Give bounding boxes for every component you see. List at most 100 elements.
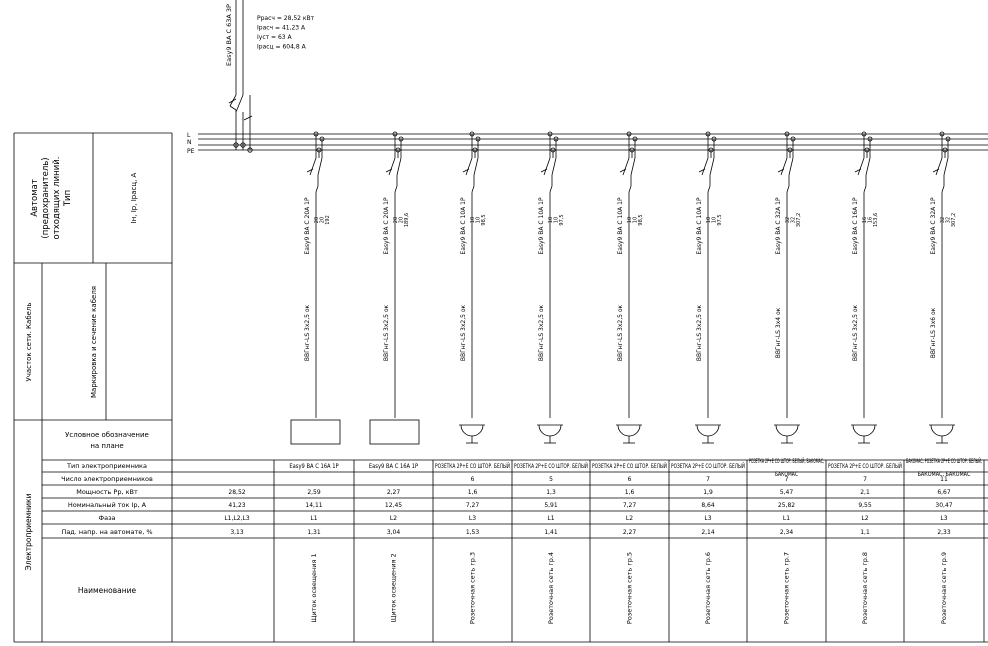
row-header: Номинальный ток Iр, А xyxy=(68,501,147,509)
main-breaker-param: Iуст = 63 А xyxy=(257,34,292,41)
line-breaker-label: Easy9 ВА С 32А 1Р xyxy=(775,197,782,255)
consumer-name: Розеточная сеть гр.4 xyxy=(547,552,555,624)
line-current-value: 10 xyxy=(633,217,639,223)
line-current-value: 32 xyxy=(785,217,791,223)
consumer-drop: 2,14 xyxy=(701,529,715,536)
breaker-symbol xyxy=(932,131,951,418)
line-current-value: 189,6 xyxy=(404,213,410,227)
consumer-name: Розеточная сеть гр.6 xyxy=(704,552,712,624)
line-breaker-label: Easy9 ВА С 20А 1Р xyxy=(304,197,311,255)
consumer-power: 5,47 xyxy=(780,489,794,496)
consumer-type: БАКОМАС xyxy=(775,472,798,478)
consumer-current: 7,27 xyxy=(466,502,480,509)
line-current-value: 32 xyxy=(946,217,952,223)
consumer-phase: L2 xyxy=(390,515,397,522)
consumer-type: РОЗЕТКА 2Р+Е СО ШТОР. БЕЛЫЙ, БАКОМАС, xyxy=(749,458,824,465)
consumer-type: Easy9 ВА С 16А 1Р xyxy=(289,463,339,470)
consumer-phase: L2 xyxy=(861,515,868,522)
consumer-name: Розеточная сеть гр.3 xyxy=(469,552,477,624)
consumer-current: 12,45 xyxy=(385,502,402,509)
line-cable-label: ВВГнг-LS 3х4 ок xyxy=(775,307,782,358)
line-current-value: 98,5 xyxy=(638,214,644,225)
consumer-drop: 2,34 xyxy=(780,529,794,536)
breaker-symbol xyxy=(462,131,481,418)
line-current-value: 10 xyxy=(470,217,476,223)
socket-symbol xyxy=(695,424,721,444)
consumer-type: РОЗЕТКА 2Р+Е СО ШТОР. БЕЛЫЙ xyxy=(671,463,745,470)
automat-header-line: Тип xyxy=(63,190,73,207)
consumer-count: 7 xyxy=(863,476,867,483)
socket-symbol xyxy=(774,424,800,444)
socket-symbol xyxy=(851,424,877,444)
consumer-type: РОЗЕТКА 2Р+Е СО ШТОР. БЕЛЫЙ xyxy=(592,463,667,470)
consumer-drop: 1,1 xyxy=(860,529,870,536)
consumer-drop: 1,41 xyxy=(544,529,558,536)
line-breaker-label: Easy9 ВА С 16А 1Р xyxy=(852,197,859,255)
consumer-drop: 2,27 xyxy=(623,529,637,536)
line-current-value: 10 xyxy=(554,217,560,223)
consumer-phase: L3 xyxy=(704,515,711,522)
consumer-count: 7 xyxy=(706,476,710,483)
row-header: Фаза xyxy=(98,514,115,522)
consumer-phase: L3 xyxy=(469,515,476,522)
line-cable-label: ВВГнг-LS 3х2,5 ок xyxy=(852,304,859,361)
line-current-value: 20 xyxy=(320,217,326,223)
breaker-symbol xyxy=(698,131,717,418)
consumer-power: 1,6 xyxy=(625,489,635,496)
line-current-value: 16 xyxy=(862,217,868,223)
consumer-name: Розеточная сеть гр.8 xyxy=(861,552,869,624)
consumer-count: 11 xyxy=(940,476,948,483)
consumer-count: 6 xyxy=(471,476,475,483)
consumer-name: Розеточная сеть гр.9 xyxy=(940,552,948,624)
line-current-value: 10 xyxy=(712,217,718,223)
line-cable-label: ВВГнг-LS 3х2,5 ок xyxy=(538,304,545,361)
breaker-symbol xyxy=(385,131,404,418)
consumer-current: 8,64 xyxy=(701,502,715,509)
current-header: Iн, Iр, Iрасц, А xyxy=(130,172,138,223)
consumer-current: 14,11 xyxy=(305,502,322,509)
total-drop: 3,13 xyxy=(230,529,244,536)
line-current-value: 20 xyxy=(393,217,399,223)
line-current-value: 98,5 xyxy=(481,214,487,225)
line-cable-label: ВВГнг-LS 3х2,5 ок xyxy=(460,304,467,361)
row-header: Мощность Рр, кВт xyxy=(76,488,138,496)
symbol-header: на плане xyxy=(90,442,123,450)
consumer-current: 25,82 xyxy=(778,502,795,509)
consumer-power: 6,67 xyxy=(937,489,951,496)
consumer-name: Розеточная сеть гр.5 xyxy=(626,552,634,624)
socket-symbol xyxy=(616,424,642,444)
line-current-value: 20 xyxy=(399,217,405,223)
consumer-name: Щиток освещения 2 xyxy=(390,553,398,622)
consumer-current: 30,47 xyxy=(935,502,952,509)
consumer-phase: L1 xyxy=(783,515,790,522)
consumer-phase: L2 xyxy=(626,515,633,522)
main-breaker-label: Easy9 ВА С 63А 3Р xyxy=(225,4,233,66)
line-current-value: 307,2 xyxy=(951,213,957,227)
line-current-value: 10 xyxy=(548,217,554,223)
panel-symbol xyxy=(290,419,341,445)
line-current-value: 16 xyxy=(868,217,874,223)
line-cable-label: ВВГнг-LS 3х2,5 ок xyxy=(696,304,703,361)
total-current: 41,23 xyxy=(228,502,245,509)
consumer-phase: L3 xyxy=(940,515,947,522)
total-power: 28,52 xyxy=(228,489,245,496)
line-current-value: 97,5 xyxy=(717,214,723,225)
line-current-value: 307,2 xyxy=(796,213,802,227)
consumer-phase: L1 xyxy=(310,515,317,522)
line-cable-label: ВВГнг-LS 3х2,5 ок xyxy=(617,304,624,361)
name-header: Наименование xyxy=(78,586,137,595)
consumers-section-label: Электроприемники xyxy=(24,493,33,570)
total-phase: L1,L2,L3 xyxy=(224,515,249,522)
line-cable-label: ВВГнг-LS 3х2,5 ок xyxy=(304,304,311,361)
line-current-value: 20 xyxy=(314,217,320,223)
automat-header-line: (предохранитель) xyxy=(41,157,51,238)
line-current-value: 97,5 xyxy=(559,214,565,225)
breaker-symbol xyxy=(306,131,325,418)
main-breaker-param: Iрасч = 41,23 А xyxy=(257,25,306,32)
